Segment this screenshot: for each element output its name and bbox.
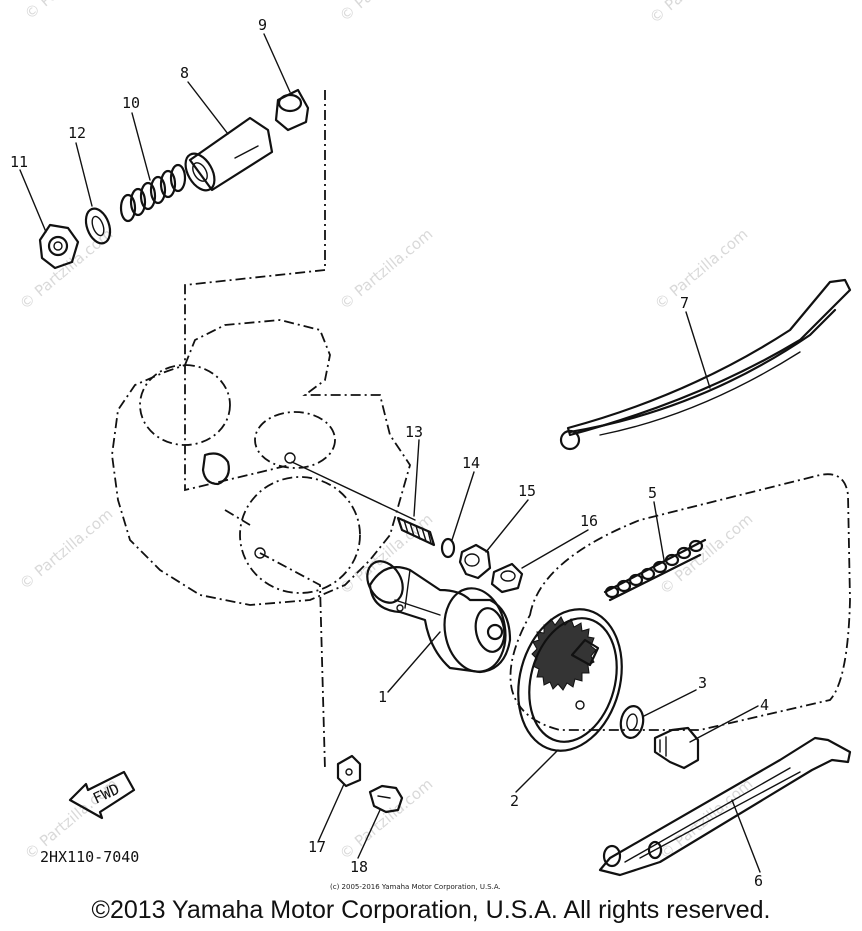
callout-14: 14: [462, 454, 480, 472]
watermark: © Partzilla.com: [651, 225, 751, 313]
engine-case-outline: [111, 319, 411, 606]
watermark: © Partzilla.com: [16, 225, 116, 313]
part-15-cap: [458, 543, 492, 580]
part-11-nut: [38, 223, 80, 270]
part-9-cap: [274, 88, 310, 132]
watermark-layer: © Partzilla.com © Partzilla.com © Partzi…: [16, 0, 756, 863]
callout-9: 9: [258, 16, 267, 34]
watermark: © Partzilla.com: [646, 0, 746, 27]
part-13-spring: [396, 516, 436, 547]
watermark: © Partzilla.com: [21, 0, 121, 23]
watermark: © Partzilla.com: [16, 505, 116, 593]
part-2-cam-sprocket: [517, 608, 623, 752]
part-12-washer: [84, 207, 112, 245]
leader-lines: [19, 33, 761, 873]
part-8-sleeve: [184, 116, 274, 192]
part-14-o-ring: [440, 537, 456, 559]
watermark: © Partzilla.com: [336, 225, 436, 313]
callout-4: 4: [760, 696, 769, 714]
callout-18: 18: [350, 858, 368, 876]
callout-3: 3: [698, 674, 707, 692]
callout-6: 6: [754, 872, 763, 890]
copyright-notice: ©2013 Yamaha Motor Corporation, U.S.A. A…: [91, 896, 771, 924]
part-1-camshaft: [366, 560, 512, 674]
part-16-cap: [490, 562, 524, 594]
part-6-chain-guide: [598, 736, 852, 877]
watermark: © Partzilla.com: [336, 775, 436, 863]
callout-2: 2: [510, 792, 519, 810]
fine-print: (c) 2005-2016 Yamaha Motor Corporation, …: [330, 883, 501, 891]
watermark: © Partzilla.com: [336, 510, 436, 598]
assembly-line: [184, 90, 326, 492]
assembly-line: [259, 552, 326, 771]
callout-10: 10: [122, 94, 140, 112]
callout-13: 13: [405, 423, 423, 441]
part-17-plate: [336, 754, 362, 788]
callout-1: 1: [378, 688, 387, 706]
callout-16: 16: [580, 512, 598, 530]
part-4-bolt: [653, 726, 700, 770]
callout-15: 15: [518, 482, 536, 500]
part-7-chain-guide: [559, 278, 852, 451]
callout-12: 12: [68, 124, 86, 142]
callout-5: 5: [648, 484, 657, 502]
callout-11: 11: [10, 153, 28, 171]
part-5-cam-chain: [509, 473, 851, 731]
watermark: © Partzilla.com: [336, 0, 436, 25]
part-3-washer: [619, 705, 645, 739]
part-18-screw: [368, 784, 404, 814]
watermark: © Partzilla.com: [656, 775, 756, 863]
callout-7: 7: [680, 294, 689, 312]
diagram-code: 2HX110-7040: [40, 848, 139, 866]
assembly-line: [291, 461, 416, 521]
callout-labels: 9 8 10 12 11 7 13 14 15 16 5 1 3 4 2 17 …: [10, 16, 769, 890]
fwd-label: FWD: [90, 780, 122, 808]
callout-17: 17: [308, 838, 326, 856]
part-10-spring: [119, 163, 187, 223]
callout-8: 8: [180, 64, 189, 82]
